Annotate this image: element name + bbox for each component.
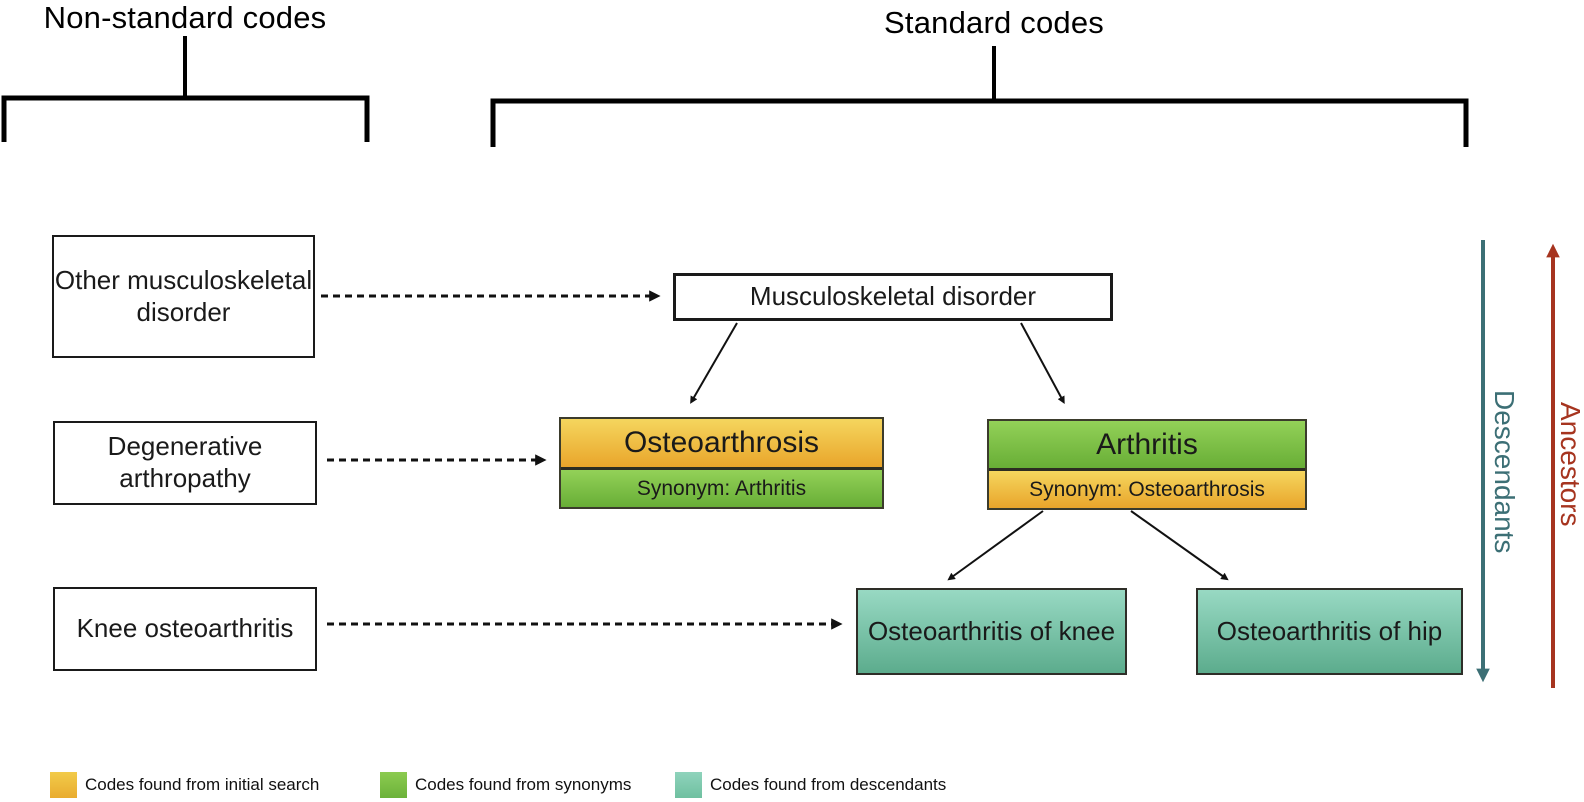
legend-label-descendants: Codes found from descendants	[710, 775, 947, 794]
box-arthritis-title: Arthritis	[989, 421, 1305, 468]
legend-swatch-synonyms	[380, 772, 407, 798]
legend-item-synonyms: Codes found from synonyms	[380, 772, 631, 798]
box-degenerative-arthropathy: Degenerative arthropathy	[53, 421, 317, 505]
legend-item-initial-search: Codes found from initial search	[50, 772, 319, 798]
legend-swatch-initial-search	[50, 772, 77, 798]
legend-label-initial-search: Codes found from initial search	[85, 775, 320, 794]
box-osteoarthritis-of-knee: Osteoarthritis of knee	[856, 588, 1127, 675]
legend-item-descendants: Codes found from descendants	[675, 772, 946, 798]
arrow-arthritis-to-knee	[947, 510, 1044, 581]
ancestors-label: Ancestors	[1555, 402, 1584, 527]
header-standard-codes: Standard codes	[884, 5, 1104, 40]
box-osteoarthrosis-group: Osteoarthrosis Synonym: Arthritis	[559, 417, 884, 509]
bracket-non-standard	[1, 95, 370, 142]
arrow-arthritis-to-hip	[1130, 510, 1229, 581]
box-osteoarthrosis-title: Osteoarthrosis	[561, 419, 882, 467]
box-osteoarthrosis-synonym: Synonym: Arthritis	[561, 467, 882, 507]
box-knee-osteoarthritis: Knee osteoarthritis	[53, 587, 317, 671]
descendants-label: Descendants	[1489, 390, 1520, 554]
box-other-musculoskeletal-disorder: Other musculoskeletal disorder	[52, 235, 315, 358]
legend-swatch-descendants	[675, 772, 702, 798]
box-musculoskeletal-disorder: Musculoskeletal disorder	[673, 273, 1113, 321]
legend-label-synonyms: Codes found from synonyms	[415, 775, 632, 794]
box-arthritis-group: Arthritis Synonym: Osteoarthrosis	[987, 419, 1307, 510]
arrow-root-to-arthritis	[1020, 322, 1065, 405]
box-arthritis-synonym: Synonym: Osteoarthrosis	[989, 468, 1305, 508]
header-non-standard-codes: Non-standard codes	[43, 0, 327, 35]
arrow-root-to-osteoarthrosis	[690, 322, 738, 404]
bracket-standard	[490, 98, 1469, 147]
box-osteoarthritis-of-hip: Osteoarthritis of hip	[1196, 588, 1463, 675]
